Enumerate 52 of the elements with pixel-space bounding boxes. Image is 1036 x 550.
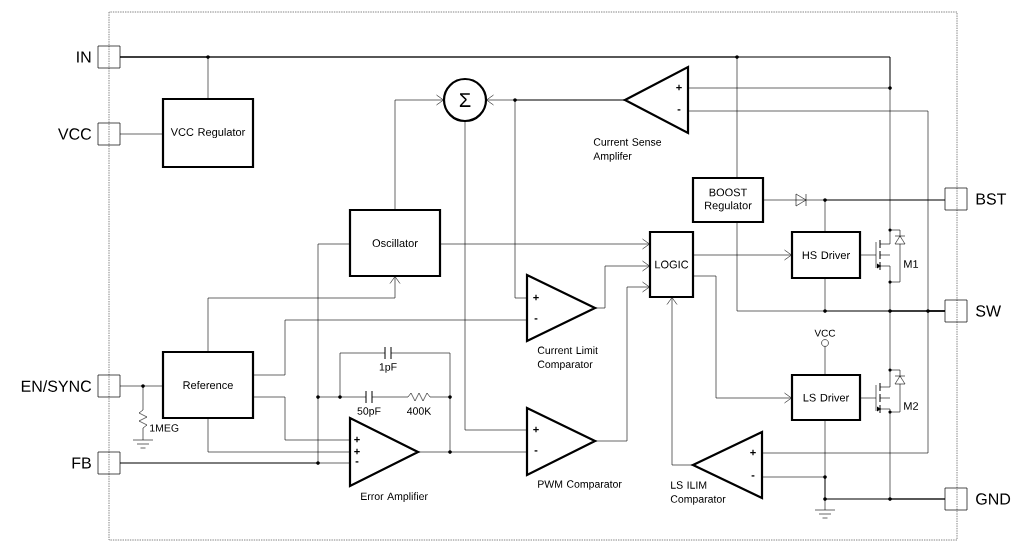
wire	[252, 396, 351, 441]
summing-junction: Σ	[442, 77, 488, 123]
transistor-label: M1	[904, 260, 919, 268]
wire	[824, 346, 826, 376]
pin-label: VCC	[58, 128, 92, 140]
transistor-label: M2	[904, 402, 919, 410]
block-box: Oscillator	[348, 208, 442, 278]
wire	[514, 99, 626, 299]
amplifier-label: LS ILIM Comparator	[670, 481, 726, 505]
wire	[859, 254, 871, 256]
wire	[119, 385, 164, 387]
block-box: LOGIC	[648, 230, 695, 299]
pin-label: SW	[976, 305, 1001, 317]
wire	[252, 319, 528, 376]
supply-label: VCC	[814, 329, 836, 337]
wire	[761, 476, 946, 500]
wire	[817, 199, 946, 201]
block-box: VCC Regulator	[161, 97, 255, 169]
wire	[119, 243, 351, 464]
block-box: BOOST Regulator	[691, 176, 765, 224]
component-value: 1pF	[379, 363, 397, 373]
pin-label: BST	[976, 193, 1007, 205]
wire	[119, 133, 164, 135]
diode-symbol	[783, 193, 819, 207]
wire	[207, 417, 351, 453]
arrow	[692, 275, 792, 404]
block-box: LS Driver	[790, 373, 862, 422]
pin-label: GND	[976, 493, 1011, 505]
block-box: Reference	[161, 350, 255, 420]
component-value: 400K	[407, 407, 432, 415]
arrow	[207, 276, 401, 353]
amplifier-label: Current Limit Comparator	[537, 346, 598, 371]
arrow	[594, 281, 650, 442]
pin-label: IN	[77, 51, 91, 63]
arrow	[594, 260, 650, 309]
wire	[762, 199, 785, 201]
component-value: 1MEG	[150, 424, 179, 432]
amplifier-label: PWM Comparator	[538, 480, 622, 490]
block-box: HS Driver	[790, 230, 862, 280]
arrow	[394, 94, 444, 211]
pin-label: FB	[72, 457, 91, 469]
amplifier-label: Current Sense Amplifer	[593, 138, 662, 162]
amplifier-label: Error Amplifier	[361, 492, 428, 503]
arrow	[439, 238, 650, 250]
pin-label: EN/SYNC	[21, 380, 92, 392]
wire	[464, 120, 528, 431]
arrow	[692, 249, 792, 261]
wire	[417, 451, 528, 453]
wire	[859, 397, 871, 399]
arrow	[666, 297, 694, 466]
wire	[119, 56, 891, 89]
wire	[761, 310, 946, 454]
